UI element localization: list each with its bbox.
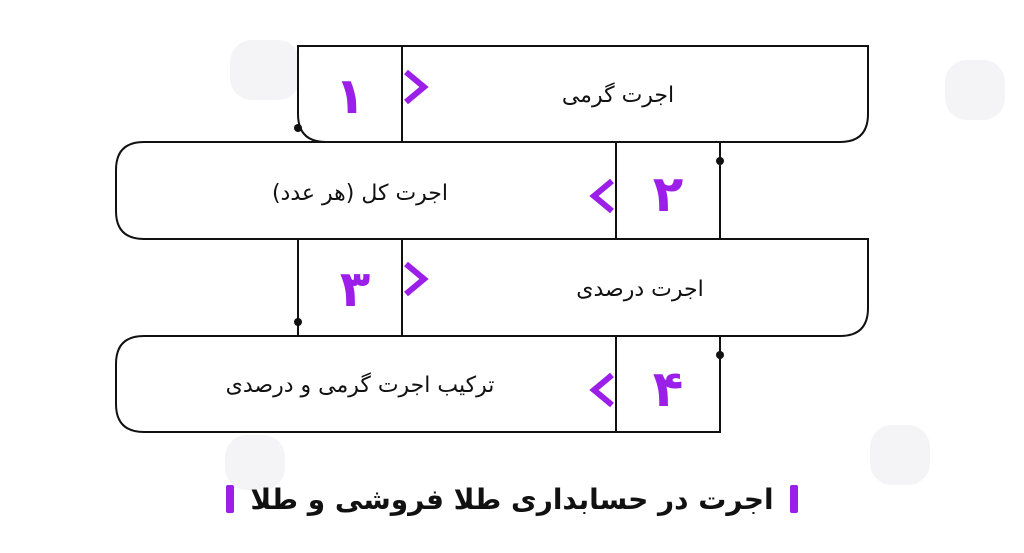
step-1-chevron-icon — [404, 69, 429, 105]
step-3-dot — [294, 318, 302, 326]
step-2-dot — [716, 157, 724, 165]
step-4-dot — [716, 351, 724, 359]
watermark-logo — [230, 40, 300, 100]
step-2-box — [115, 141, 721, 240]
footer-accent-bar-right — [789, 485, 798, 513]
step-4-chevron-icon — [589, 372, 614, 408]
step-4: ۴ ترکیب اجرت گرمی و درصدی — [115, 335, 724, 433]
watermark-logo — [870, 425, 930, 485]
step-1: ۱ اجرت گرمی — [294, 45, 869, 143]
step-3-number: ۳ — [340, 260, 371, 318]
step-4-number: ۴ — [653, 360, 684, 418]
footer-title: اجرت در حسابداری طلا فروشی و طلا — [250, 482, 774, 516]
step-1-number: ۱ — [335, 67, 366, 125]
step-2-chevron-icon — [589, 178, 614, 214]
step-2-label: اجرت کل (هر عدد) — [272, 181, 448, 206]
watermark-logo — [225, 435, 285, 490]
step-3-box — [297, 238, 869, 337]
watermark-logo — [945, 60, 1005, 120]
step-3-label: اجرت درصدی — [576, 277, 703, 302]
footer-accent-bar-left — [226, 485, 235, 513]
step-1-label: اجرت گرمی — [562, 82, 674, 108]
step-2: ۲ اجرت کل (هر عدد) — [115, 141, 724, 240]
step-2-number: ۲ — [653, 165, 684, 223]
step-1-dot — [294, 124, 302, 132]
step-3: ۳ اجرت درصدی — [294, 238, 869, 337]
step-3-chevron-icon — [404, 261, 429, 297]
step-4-box — [115, 335, 721, 433]
footer: اجرت در حسابداری طلا فروشی و طلا — [0, 475, 1024, 523]
step-4-label: ترکیب اجرت گرمی و درصدی — [226, 372, 495, 398]
process-diagram: ۱ اجرت گرمی ۲ اجرت کل (هر عدد) ۳ اجرت در… — [115, 45, 869, 433]
